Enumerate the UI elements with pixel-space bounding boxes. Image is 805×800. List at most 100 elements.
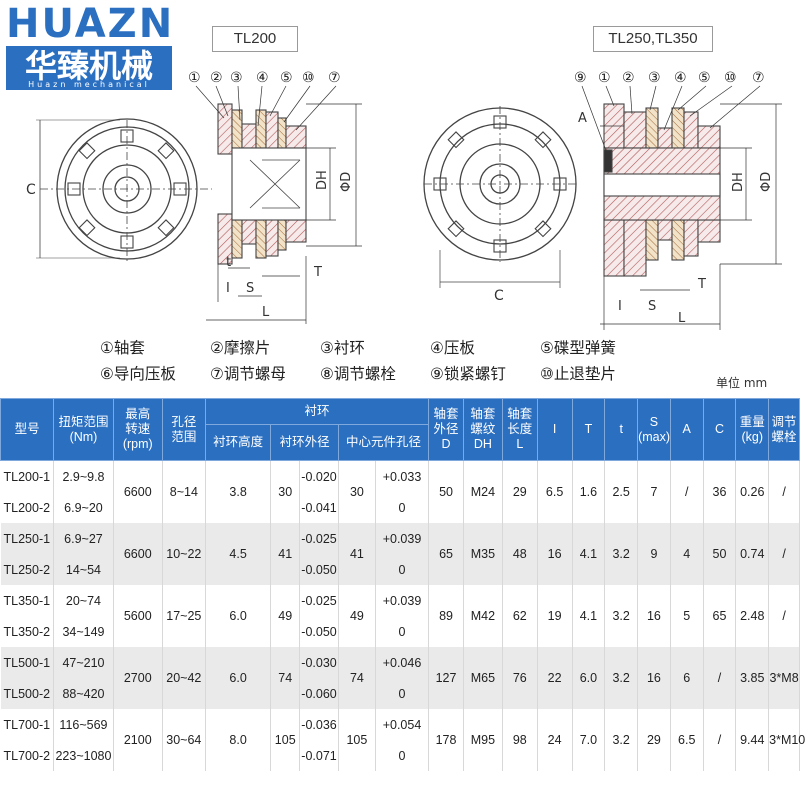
th-S: S (max) <box>637 398 671 461</box>
model-cell: TL700-1 <box>0 709 55 740</box>
model-cell: TL350-2 <box>0 616 55 647</box>
left-section-view <box>217 103 307 265</box>
torque-cell: 20~74 <box>53 585 114 616</box>
t-cell: 1.6 <box>572 460 606 523</box>
dim-DH-right: DH <box>731 172 746 192</box>
th-A: A <box>669 398 704 461</box>
d-cell: 127 <box>428 647 464 709</box>
i-cell: 16 <box>537 523 573 585</box>
speed-cell: 6600 <box>113 523 163 585</box>
dh-cell: M42 <box>463 585 503 647</box>
torque-cell: 6.9~27 <box>53 523 114 554</box>
logo-en-text: HUAZN <box>6 1 175 47</box>
s-cell: 16 <box>637 585 671 647</box>
ring-height-cell: 6.0 <box>205 647 272 709</box>
ring-bore-tolerance-cell: +0.046 <box>375 647 430 678</box>
th-ring: 衬环 <box>204 398 430 425</box>
ring-bore-tolerance-cell: +0.039 <box>375 585 430 616</box>
speed-cell: 2100 <box>113 709 163 771</box>
speed-cell: 2700 <box>113 647 163 709</box>
model-cell: TL500-2 <box>0 678 55 709</box>
ring-od-tolerance-cell: -0.050 <box>299 554 339 585</box>
weight-cell: 3.85 <box>735 647 770 709</box>
dh-cell: M65 <box>463 647 503 709</box>
c-cell: 36 <box>703 460 737 523</box>
i-cell: 19 <box>537 585 573 647</box>
logo-cn-text: 华臻机械 <box>6 46 172 86</box>
ring-od-tolerance-cell: -0.030 <box>299 647 339 678</box>
callout-r-5: ⑤ <box>698 70 711 86</box>
ring-bore-tolerance-cell: 0 <box>375 678 430 709</box>
parts-legend: ①轴套 ②摩擦片 ③衬环 ④压板 ⑤碟型弹簧 ⑥导向压板 ⑦调节螺母 ⑧调节螺栓… <box>100 336 660 386</box>
callout-l-4: ⑤ <box>280 70 293 86</box>
dim-C-left: C <box>26 182 36 198</box>
left-dimension-lines <box>206 103 362 324</box>
ring-bore-tolerance-cell: 0 <box>375 616 430 647</box>
c-cell: 65 <box>703 585 737 647</box>
t-cell: 3.2 <box>604 585 639 647</box>
model-cell: TL350-1 <box>0 585 55 616</box>
th-t: t <box>604 398 639 461</box>
th-model: 型号 <box>0 398 55 461</box>
bore-cell: 30~64 <box>162 709 206 771</box>
th-ring-od: 衬环外径 <box>270 424 339 461</box>
callout-l-5: ⑩ <box>302 70 315 86</box>
callout-r-3: ③ <box>648 70 661 86</box>
dh-cell: M95 <box>463 709 503 771</box>
callout-l-2: ③ <box>230 70 243 86</box>
th-speed: 最高 转速 (rpm) <box>112 398 163 461</box>
spec-table: 型号 扭矩范围 (Nm) 最高 转速 (rpm) 孔径 范围 衬环 轴套 外径 … <box>0 398 805 771</box>
unit-label: 单位 mm <box>716 376 768 390</box>
right-dimension-lines <box>600 103 782 330</box>
th-ring-height: 衬环高度 <box>204 424 272 461</box>
bolt-cell: 3*M10 <box>768 709 805 771</box>
s-cell: 7 <box>637 460 671 523</box>
dim-I-left: I <box>226 281 230 296</box>
ring-bore-cell: 41 <box>338 523 376 585</box>
weight-cell: 0.74 <box>735 523 770 585</box>
left-callouts: ① ② ③ ④ ⑤ ⑩ ⑦ <box>188 70 341 86</box>
l-cell: 76 <box>502 647 538 709</box>
c-cell: / <box>703 709 737 771</box>
l-cell: 98 <box>502 709 538 771</box>
bolt-cell: / <box>768 523 800 585</box>
torque-cell: 6.9~20 <box>53 492 114 523</box>
model-cell: TL200-2 <box>0 492 55 523</box>
speed-cell: 6600 <box>113 460 163 523</box>
model-cell: TL700-2 <box>0 740 55 771</box>
ring-od-tolerance-cell: -0.025 <box>299 585 339 616</box>
weight-cell: 0.26 <box>735 460 770 523</box>
dim-L-left: L <box>262 305 270 320</box>
ring-od-tolerance-cell: -0.020 <box>299 460 339 492</box>
bore-cell: 8~14 <box>162 460 206 523</box>
bore-cell: 17~25 <box>162 585 206 647</box>
left-front-view <box>36 118 212 262</box>
legend-item: ②摩擦片 <box>210 339 271 357</box>
s-cell: 9 <box>637 523 671 585</box>
a-cell: 4 <box>670 523 704 585</box>
logo-subtitle: Huazn mechanical <box>6 80 172 90</box>
t-cell: 4.1 <box>572 585 606 647</box>
torque-cell: 47~210 <box>53 647 114 678</box>
legend-item: ⑦调节螺母 <box>210 365 286 383</box>
l-cell: 62 <box>502 585 538 647</box>
s-cell: 29 <box>637 709 671 771</box>
th-bolt: 调节 螺栓 <box>768 398 800 461</box>
right-front-view <box>423 106 577 288</box>
ring-bore-tolerance-cell: +0.039 <box>375 523 430 554</box>
d-cell: 65 <box>428 523 464 585</box>
right-drawing-title: TL250,TL350 <box>593 26 713 52</box>
ring-bore-cell: 49 <box>338 585 376 647</box>
ring-od-cell: 30 <box>270 460 301 523</box>
d-cell: 178 <box>428 709 464 771</box>
i-cell: 24 <box>537 709 573 771</box>
model-cell: TL200-1 <box>0 460 55 492</box>
dim-phiD-right: ΦD <box>759 172 774 192</box>
